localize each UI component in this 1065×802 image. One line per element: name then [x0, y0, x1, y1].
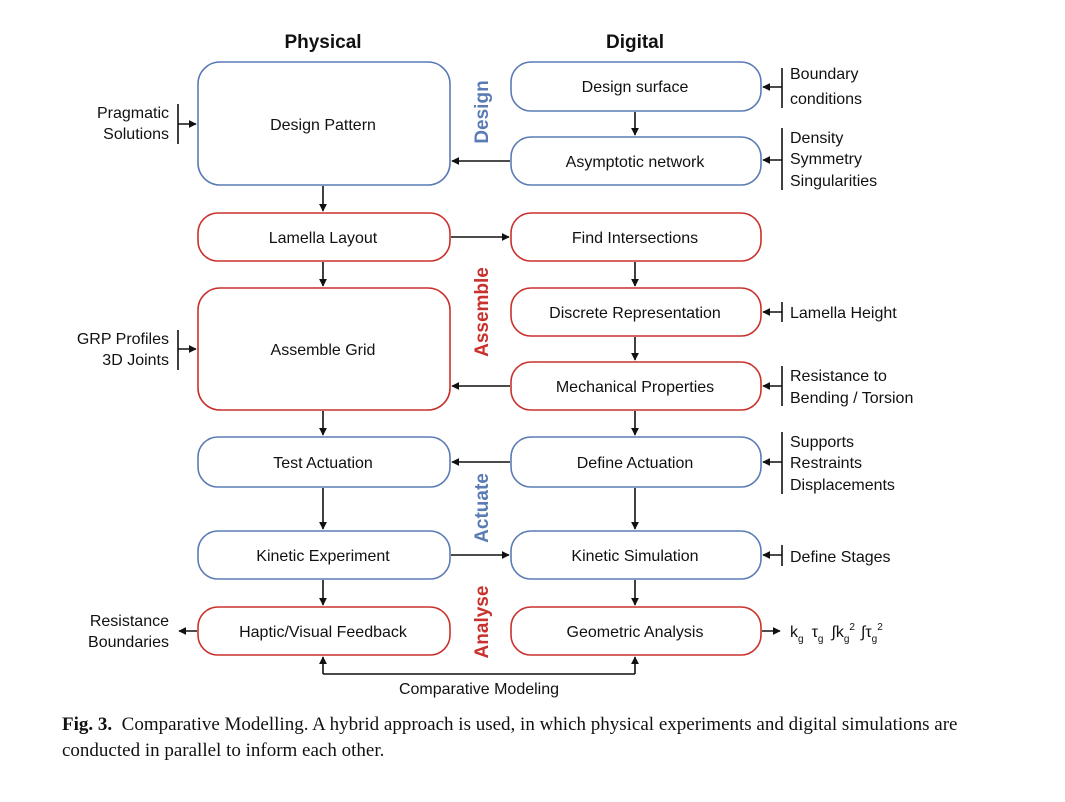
- box-find-intersections: Find Intersections: [510, 212, 762, 262]
- input-line: Displacements: [790, 477, 895, 494]
- box-label: Kinetic Simulation: [571, 548, 698, 565]
- input-line: conditions: [790, 91, 862, 108]
- output-line: Boundaries: [88, 634, 169, 651]
- input-line: Lamella Height: [790, 305, 897, 322]
- caption-text: Comparative Modelling. A hybrid approach…: [62, 714, 958, 761]
- input-line: Boundary: [790, 66, 859, 83]
- input-line: Bending / Torsion: [790, 390, 913, 407]
- box-design-pattern: Design Pattern: [197, 61, 451, 186]
- input-line: Density: [790, 130, 843, 147]
- right-input-resistance-bending: Resistance to Bending / Torsion: [762, 366, 913, 407]
- box-label: Test Actuation: [273, 455, 373, 472]
- box-test-actuation: Test Actuation: [197, 436, 451, 488]
- right-input-lamella-height: Lamella Height: [762, 302, 897, 322]
- right-input-density: Density Symmetry Singularities: [762, 128, 877, 190]
- input-line: Solutions: [103, 126, 169, 143]
- box-define-actuation: Define Actuation: [510, 436, 762, 488]
- phase-label-design: Design: [472, 80, 493, 143]
- cross-column-arrows: [451, 157, 510, 559]
- output-line: Resistance: [90, 613, 169, 630]
- box-mechanical-properties: Mechanical Properties: [510, 361, 762, 411]
- left-output-resistance: Resistance Boundaries: [88, 613, 197, 651]
- input-line: Pragmatic: [97, 105, 169, 122]
- phase-label-actuate: Actuate: [472, 473, 493, 543]
- box-asymptotic-network: Asymptotic network: [510, 136, 762, 186]
- box-label: Asymptotic network: [566, 154, 706, 171]
- comparative-modeling-bracket: Comparative Modeling: [319, 656, 639, 698]
- box-label: Lamella Layout: [269, 230, 378, 247]
- box-label: Discrete Representation: [549, 305, 721, 322]
- digital-header: Digital: [606, 32, 664, 53]
- phase-label-analyse: Analyse: [472, 586, 493, 659]
- box-label: Assemble Grid: [271, 342, 376, 359]
- box-haptic-visual-feedback: Haptic/Visual Feedback: [197, 606, 451, 656]
- phase-label-assemble: Assemble: [472, 267, 493, 357]
- box-label: Geometric Analysis: [567, 624, 704, 641]
- comparative-modelling-diagram: Physical Digital Design Assemble Actuate…: [77, 32, 914, 698]
- box-label: Mechanical Properties: [556, 379, 714, 396]
- box-label: Find Intersections: [572, 230, 698, 247]
- input-line: Supports: [790, 434, 854, 451]
- right-input-define-stages: Define Stages: [762, 545, 891, 566]
- left-input-pragmatic: Pragmatic Solutions: [97, 104, 197, 144]
- caption-label: Fig. 3.: [62, 714, 113, 735]
- box-kinetic-simulation: Kinetic Simulation: [510, 530, 762, 580]
- box-label: Design Pattern: [270, 117, 376, 134]
- right-input-supports: Supports Restraints Displacements: [762, 432, 895, 494]
- left-input-grp: GRP Profiles 3D Joints: [77, 330, 197, 370]
- comparative-modeling-label: Comparative Modeling: [399, 681, 559, 698]
- input-line: Resistance to: [790, 368, 887, 385]
- input-line: Define Stages: [790, 549, 891, 566]
- box-geometric-analysis: Geometric Analysis: [510, 606, 762, 656]
- box-label: Kinetic Experiment: [256, 548, 390, 565]
- input-line: Restraints: [790, 455, 862, 472]
- figure-caption: Fig. 3. Comparative Modelling. A hybrid …: [62, 712, 962, 764]
- input-line: Singularities: [790, 173, 877, 190]
- physical-header: Physical: [284, 32, 361, 53]
- input-line: Symmetry: [790, 151, 862, 168]
- box-design-surface: Design surface: [510, 61, 762, 112]
- box-label: Haptic/Visual Feedback: [239, 624, 408, 641]
- input-line: 3D Joints: [102, 352, 169, 369]
- box-assemble-grid: Assemble Grid: [197, 287, 451, 411]
- box-discrete-representation: Discrete Representation: [510, 287, 762, 337]
- input-line: GRP Profiles: [77, 331, 169, 348]
- box-kinetic-experiment: Kinetic Experiment: [197, 530, 451, 580]
- box-label: Define Actuation: [577, 455, 694, 472]
- box-label: Design surface: [582, 79, 689, 96]
- right-input-boundary: Boundary conditions: [762, 66, 862, 108]
- box-lamella-layout: Lamella Layout: [197, 212, 451, 262]
